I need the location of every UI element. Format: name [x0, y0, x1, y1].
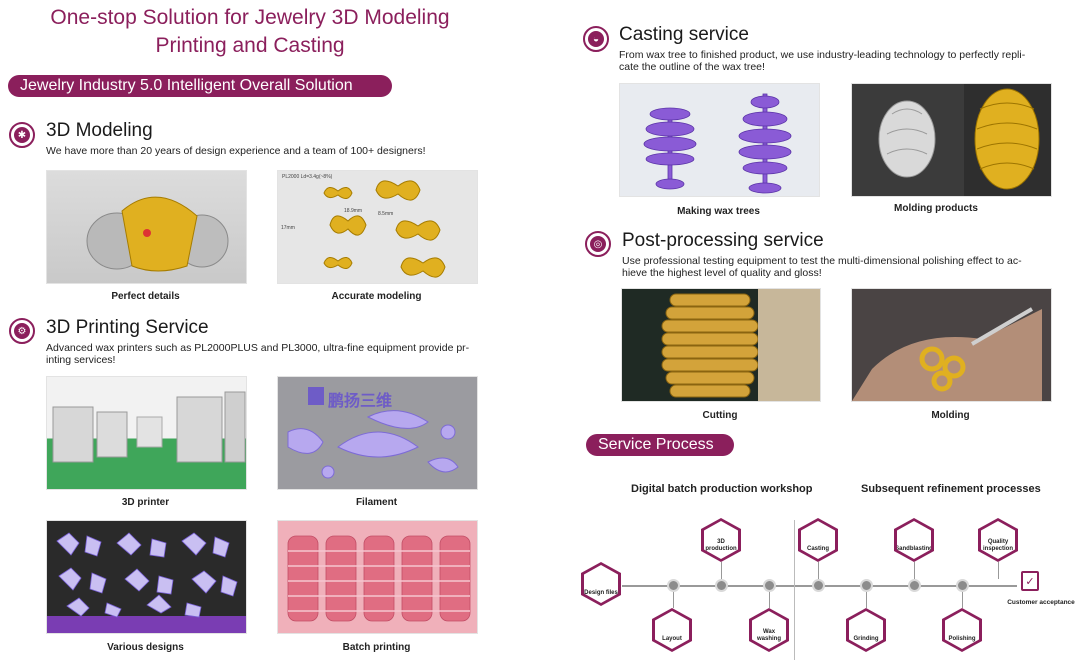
step-layout: Layout	[652, 608, 692, 652]
timeline-node	[763, 579, 776, 592]
perfect-details-image	[46, 170, 247, 284]
molding-post-image	[851, 288, 1052, 402]
printing-desc-line1: Advanced wax printers such as PL2000PLUS…	[46, 342, 470, 354]
timeline-node	[956, 579, 969, 592]
step-grinding-label: Grinding	[849, 611, 883, 649]
step-3d-production-label: 3D production	[704, 521, 738, 559]
timeline-node	[715, 579, 728, 592]
connector	[673, 592, 674, 608]
printing-desc-line2: inting services!	[46, 354, 116, 366]
step-polishing-label: Polishing	[945, 611, 979, 649]
step-casting: Casting	[798, 518, 838, 562]
left-heading: Digital batch production workshop	[631, 483, 813, 495]
connector	[914, 562, 915, 579]
caption-molding: Molding	[931, 410, 970, 421]
casting-title: Casting service	[619, 24, 749, 45]
caption-various-designs: Various designs	[107, 642, 184, 653]
connector	[769, 592, 770, 608]
modeling-icon: ✱	[9, 122, 35, 148]
step-customer-acceptance-label: Customer acceptance	[1007, 599, 1075, 606]
step-wax-washing-label: Wax washing	[752, 611, 786, 649]
casting-desc-line2: cate the outline of the wax tree!	[619, 61, 765, 73]
timeline-node	[908, 579, 921, 592]
caption-making-wax-trees: Making wax trees	[677, 206, 760, 217]
timeline-node	[812, 579, 825, 592]
step-3d-production: 3D production	[701, 518, 741, 562]
connector	[721, 562, 722, 579]
printing-icon: ⚙	[9, 318, 35, 344]
step-quality-inspection: Quality inspection	[978, 518, 1018, 562]
spec-text: PL2000 Ld=3.4g(~8%)	[282, 174, 333, 180]
various-designs-image	[46, 520, 247, 634]
batch-printing-image	[277, 520, 478, 634]
step-wax-washing: Wax washing	[749, 608, 789, 652]
post-desc: Use professional testing equipment to te…	[622, 255, 1022, 279]
connector	[962, 592, 963, 608]
caption-batch-printing: Batch printing	[342, 642, 411, 653]
step-quality-inspection-label: Quality inspection	[981, 521, 1015, 559]
casting-icon: ◒	[583, 26, 609, 52]
timeline-node	[860, 579, 873, 592]
page-title: One-stop Solution for Jewelry 3D Modelin…	[10, 4, 490, 60]
3d-printer-image	[46, 376, 247, 490]
modeling-title: 3D Modeling	[46, 120, 153, 141]
caption-cutting: Cutting	[702, 410, 738, 421]
accurate-modeling-image: PL2000 Ld=3.4g(~8%) 18.9mm 17mm 8.5mm	[277, 170, 478, 284]
step-sandblasting: Sandblasting	[894, 518, 934, 562]
step-design-files-label: Design files	[584, 565, 618, 603]
service-process-banner: Service Process	[586, 434, 734, 456]
wax-trees-image	[619, 83, 820, 197]
step-grinding: Grinding	[846, 608, 886, 652]
caption-3d-printer: 3D printer	[121, 497, 170, 508]
filament-image: 鹏扬三维	[277, 376, 478, 490]
page-title-line2: Printing and Casting	[155, 34, 345, 57]
modeling-desc: We have more than 20 years of design exp…	[46, 145, 426, 157]
connector	[866, 592, 867, 608]
cutting-image	[621, 288, 821, 402]
dim-small-label: 8.5mm	[378, 211, 394, 217]
caption-molding-products: Molding products	[894, 203, 978, 214]
post-title: Post-processing service	[622, 230, 824, 251]
step-layout-label: Layout	[655, 611, 689, 649]
dim-height-label: 17mm	[281, 225, 295, 231]
caption-perfect-details: Perfect details	[111, 291, 180, 302]
printing-title: 3D Printing Service	[46, 317, 209, 338]
timeline-divider	[794, 520, 795, 660]
post-desc-line2: hieve the highest level of quality and g…	[622, 267, 822, 279]
clipboard-check-icon: ✓	[1021, 571, 1039, 591]
connector	[818, 562, 819, 579]
molding-products-image	[851, 83, 1052, 197]
post-processing-icon: ◎	[585, 231, 611, 257]
connector	[998, 562, 999, 579]
step-design-files: Design files	[581, 562, 621, 606]
solution-banner: Jewelry Industry 5.0 Intelligent Overall…	[8, 75, 392, 97]
page-title-line1: One-stop Solution for Jewelry 3D Modelin…	[50, 6, 450, 29]
casting-desc: From wax tree to finished product, we us…	[619, 49, 1025, 73]
caption-accurate-modeling: Accurate modeling	[331, 291, 422, 302]
step-sandblasting-label: Sandblasting	[897, 521, 931, 559]
casting-desc-line1: From wax tree to finished product, we us…	[619, 49, 1026, 61]
dim-width-label: 18.9mm	[344, 208, 363, 214]
post-desc-line1: Use professional testing equipment to te…	[622, 255, 1022, 267]
timeline-node	[667, 579, 680, 592]
step-polishing: Polishing	[942, 608, 982, 652]
step-casting-label: Casting	[801, 521, 835, 559]
caption-filament: Filament	[355, 497, 398, 508]
brand-logo-text: 鹏扬三维	[328, 393, 393, 410]
right-heading: Subsequent refinement processes	[861, 483, 1041, 495]
printing-desc: Advanced wax printers such as PL2000PLUS…	[46, 342, 469, 366]
